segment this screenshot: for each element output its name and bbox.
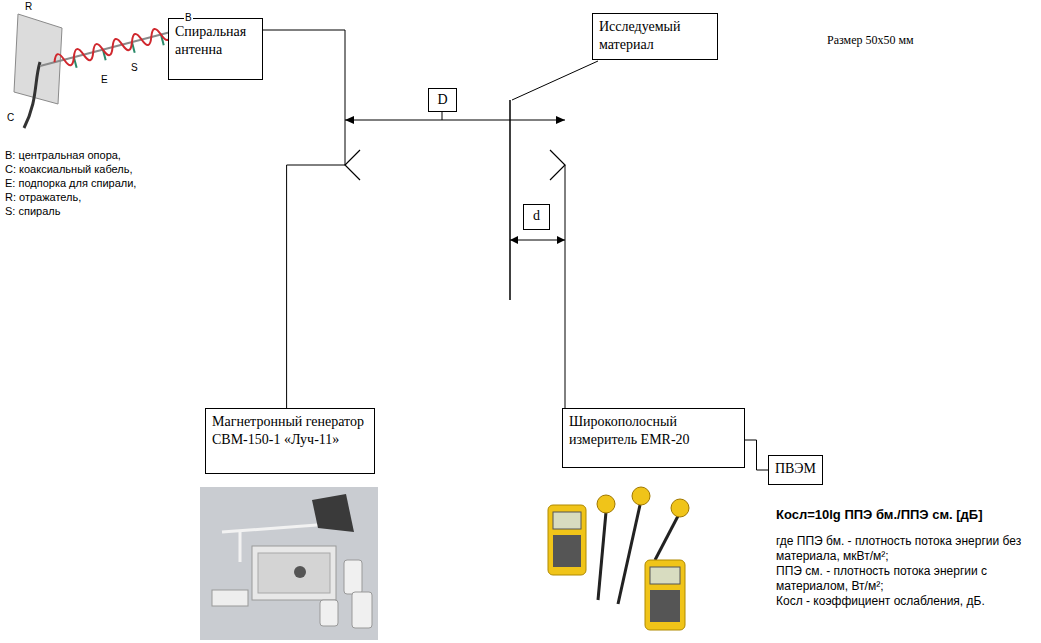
box-text: d: [527, 207, 546, 225]
connector: [263, 30, 345, 408]
formula-note: где ППЭ бм. - плотность потока энергии б…: [776, 534, 1031, 564]
dimension-tick: [442, 111, 443, 120]
probe-shaft: [655, 516, 678, 560]
meter-screen: [553, 512, 581, 529]
dimension-d-large: [345, 111, 565, 124]
transmit-antenna-symbol: [345, 150, 360, 180]
material-sheet: [509, 100, 511, 300]
coax-cable: [24, 62, 40, 128]
part-letter: C: [6, 112, 15, 124]
meter-device: [645, 560, 685, 630]
dial: [294, 566, 306, 578]
formula-note: Косл - коэффициент ослабления, дБ.: [776, 594, 1031, 609]
connector-line: [745, 440, 768, 470]
stand-post: [239, 530, 242, 562]
part-letter: B: [184, 12, 193, 24]
horn-antenna: [312, 494, 354, 532]
helical-antenna-picture: [14, 14, 180, 128]
part-letter: E: [100, 74, 109, 86]
material-box: Исследуемый материал: [592, 13, 718, 60]
dimension-line: [345, 120, 565, 121]
stand-rod: [222, 524, 330, 532]
dimension-box: d: [523, 204, 550, 230]
meter-box: Широкополосный измеритель EMR-20: [562, 408, 745, 468]
box-text: Исследуемый материал: [599, 18, 711, 53]
dimension-arrowhead: [557, 236, 565, 244]
part-letter: R: [24, 1, 33, 13]
accessory-cylinder: [352, 592, 372, 628]
dimension-arrowhead: [510, 236, 518, 244]
generator-photo: [200, 487, 378, 640]
box-text: D: [432, 91, 453, 109]
helix-group: [38, 23, 180, 76]
connector-line: [263, 30, 345, 408]
dimension-line: [510, 240, 565, 241]
dimension-arrowhead: [556, 116, 565, 124]
accessory-cylinder: [320, 600, 338, 626]
central-rod: [40, 30, 177, 66]
accessory-block: [212, 590, 248, 606]
meter-keypad: [553, 535, 581, 567]
dimension-arrowhead: [345, 116, 354, 124]
formula: Косл=10lg ППЭ бм./ППЭ см. [дБ]: [776, 507, 1038, 523]
meter-photo: [548, 487, 689, 630]
meter-device: [548, 505, 586, 575]
box-text: Спиральная антенна: [175, 23, 256, 58]
key-line: S: спираль: [5, 204, 60, 218]
box-text: Магнетронный генератор СВМ-150-1 «Луч-11…: [212, 413, 368, 448]
probe-ball: [597, 495, 615, 513]
formula-note: ППЭ см. - плотность потока энергии с мат…: [776, 564, 1031, 594]
antenna-box: Спиральная антенна: [168, 18, 263, 80]
receiver-wire: [565, 165, 566, 408]
front-panel: [258, 553, 330, 593]
part-letter: S: [130, 62, 139, 74]
probe-ball: [632, 487, 650, 505]
box-text: Широкополосный измеритель EMR-20: [569, 413, 738, 448]
probe-shaft: [598, 512, 606, 600]
photo-ground: [200, 487, 378, 640]
accessory-cylinder: [344, 560, 362, 594]
key-line: C: коаксиальный кабель,: [5, 162, 133, 176]
generator-box: Магнетронный генератор СВМ-150-1 «Луч-11…: [205, 408, 375, 474]
dimension-d-small: [510, 236, 565, 244]
helix-spiral: [53, 25, 173, 69]
box-text: ПВЭМ: [773, 460, 818, 478]
probe-ball: [671, 499, 689, 517]
generator-body: [252, 546, 336, 600]
key-line: B: центральная опора,: [5, 148, 121, 162]
receive-antenna-symbol: [550, 150, 565, 180]
probe-shaft: [618, 505, 640, 604]
computer-box: ПВЭМ: [768, 455, 823, 485]
key-line: R: отражатель,: [5, 190, 81, 204]
meter-keypad: [650, 590, 680, 622]
dimension-box: D: [428, 88, 457, 112]
leader-line: [512, 61, 598, 100]
connector: [745, 440, 768, 470]
meter-screen: [650, 567, 680, 584]
key-line: E: подпорка для спирали,: [5, 176, 136, 190]
size-note: Размер 50x50 мм: [827, 33, 914, 47]
